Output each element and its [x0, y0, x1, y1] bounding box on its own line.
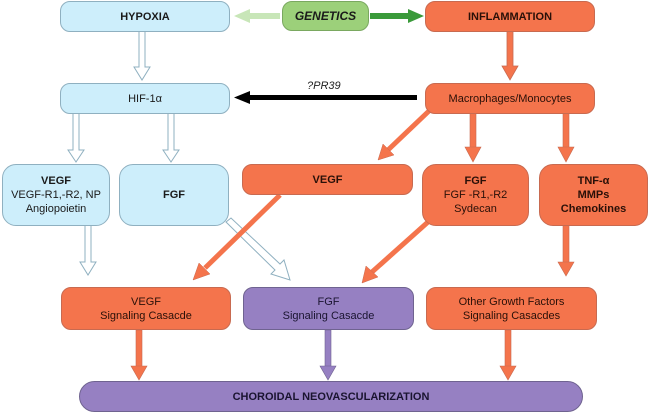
node-macrophages: Macrophages/Monocytes — [425, 83, 595, 114]
node-inflammation: INFLAMMATION — [425, 1, 595, 32]
arrow-hif-to-vegf-blue — [67, 112, 85, 163]
node-macrophages-label: Macrophages/Monocytes — [448, 92, 572, 105]
node-fgf-orange-line2: FGF -R1,-R2 — [443, 189, 508, 201]
arrow-genetics-to-hypoxia — [234, 9, 280, 23]
node-genetics: GENETICS — [282, 1, 369, 31]
node-fgf-orange-title: FGF — [464, 175, 487, 187]
node-vegf-blue: VEGF VEGF-R1,-R2, NP Angiopoietin — [2, 164, 110, 226]
arrow-fgf-cascade-to-cnv — [319, 329, 337, 381]
arrow-vegf-blue-to-vegf-cascade — [79, 224, 97, 276]
node-vegf-cascade-line2: Signaling Casacde — [100, 309, 192, 322]
arrow-vegf-orange-to-vegf-cascade — [192, 193, 282, 281]
node-vegf-orange: VEGF — [242, 164, 413, 195]
node-fgf-cascade-line1: FGF — [317, 295, 340, 308]
node-inflammation-label: INFLAMMATION — [467, 10, 553, 23]
node-fgf-cascade-line2: Signaling Casacde — [282, 309, 375, 322]
arrow-hypoxia-to-hif — [133, 30, 151, 81]
node-tnf-title: TNF-α — [577, 175, 610, 187]
node-vegf-blue-title: VEGF — [41, 175, 71, 187]
arrow-macrophages-to-vegf-orange — [377, 108, 432, 161]
node-vegf-cascade: VEGF Signaling Casacde — [61, 287, 231, 330]
arrow-tnf-to-other-cascade — [557, 224, 575, 277]
arrow-genetics-to-inflammation — [370, 9, 424, 23]
node-hypoxia-label: HYPOXIA — [120, 10, 170, 23]
node-cnv-label: CHOROIDAL NEOVASCULARIZATION — [232, 390, 430, 403]
node-other-cascade-line2: Signaling Casacdes — [462, 309, 561, 322]
node-tnf: TNF-α MMPs Chemokines — [539, 164, 648, 226]
arrow-macrophages-to-tnf — [557, 112, 575, 163]
arrow-vegf-cascade-to-cnv — [130, 329, 148, 381]
arrow-macrophages-to-hif — [234, 91, 417, 104]
node-cnv: CHOROIDAL NEOVASCULARIZATION — [79, 381, 583, 412]
node-fgf-blue-title: FGF — [163, 189, 185, 201]
node-fgf-cascade: FGF Signaling Casacde — [243, 287, 414, 330]
arrow-inflammation-to-macrophages — [501, 30, 519, 81]
node-vegf-blue-line3: Angiopoietin — [25, 203, 87, 215]
arrow-fgf-blue-to-fgf-cascade — [225, 217, 291, 281]
edge-label-pr39: ?PR39 — [307, 80, 341, 92]
node-vegf-orange-title: VEGF — [312, 173, 343, 186]
arrow-fgf-orange-to-fgf-cascade — [361, 220, 430, 284]
node-hypoxia: HYPOXIA — [60, 1, 230, 32]
node-tnf-line3: Chemokines — [560, 203, 627, 215]
node-other-cascade: Other Growth Factors Signaling Casacdes — [426, 287, 597, 330]
node-vegf-blue-line2: VEGF-R1,-R2, NP — [11, 189, 101, 201]
node-fgf-orange: FGF FGF -R1,-R2 Sydecan — [422, 164, 529, 226]
node-hif: HIF-1α — [60, 83, 230, 114]
arrow-other-cascade-to-cnv — [499, 329, 517, 381]
node-vegf-cascade-line1: VEGF — [131, 295, 161, 308]
node-fgf-blue: FGF — [119, 164, 229, 226]
node-fgf-orange-line3: Sydecan — [454, 203, 497, 215]
node-tnf-line2: MMPs — [577, 189, 610, 201]
node-genetics-label: GENETICS — [294, 9, 357, 23]
node-other-cascade-line1: Other Growth Factors — [458, 295, 565, 308]
arrow-macrophages-to-fgf-orange — [464, 112, 482, 163]
arrow-hif-to-fgf-blue — [162, 112, 180, 163]
node-hif-label: HIF-1α — [128, 92, 162, 105]
